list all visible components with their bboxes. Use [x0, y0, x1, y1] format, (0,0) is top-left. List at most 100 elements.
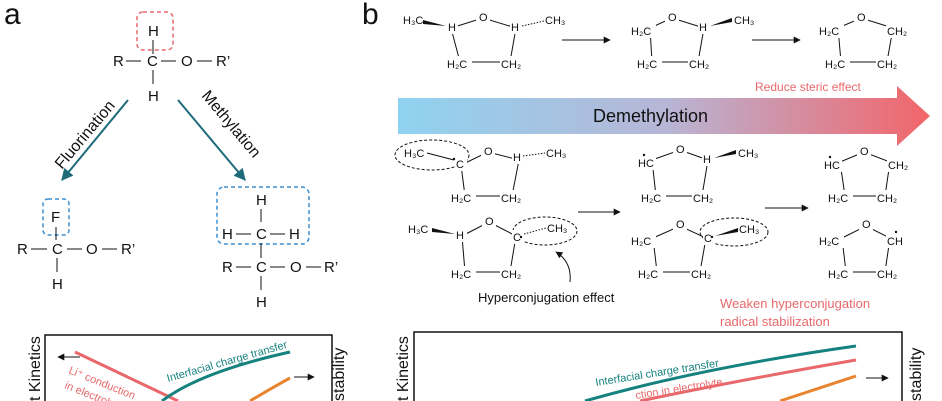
red-dashed-box [136, 11, 174, 51]
blue-dashed-box-ch3 [216, 186, 310, 245]
svg-text:HC: HC [824, 160, 840, 172]
orange-curve-a [249, 376, 291, 401]
hyperconjugation-label: Hyperconjugation effect [478, 290, 615, 305]
svg-text:H: H [448, 22, 456, 34]
plot-a-ylabel: t Kinetics [27, 336, 44, 401]
svg-text:CH₃: CH₃ [734, 15, 754, 27]
methylation-label: Methylation [198, 88, 264, 162]
li-conduction-curve [74, 350, 179, 401]
svg-text:CH: CH [887, 236, 903, 248]
h-right-m: H [289, 226, 300, 243]
svg-text:H: H [513, 152, 521, 164]
svg-text:H₃C: H₃C [408, 224, 428, 236]
plot-b-ylabel: t Kinetics [395, 336, 412, 401]
r-label-m: R [222, 259, 233, 276]
svg-text:O: O [668, 12, 677, 24]
f-label: F [51, 209, 60, 226]
weaken-label-2: radical stabilization [720, 314, 830, 329]
svg-text:H₂C: H₂C [631, 236, 651, 248]
r-prime-label-m: R’ [324, 259, 338, 276]
demethylation-label: Demethylation [593, 106, 708, 126]
svg-text:H₂C: H₂C [828, 193, 848, 205]
row3-mol1: O H H₃C C CH₃ H₂C CH₂ [408, 214, 578, 281]
svg-text:O: O [857, 12, 866, 24]
svg-text:H₂C: H₂C [819, 236, 839, 248]
svg-text:O: O [860, 146, 869, 158]
row1-mol2: O H₂C H CH₃ H₂C CH₂ [630, 10, 754, 71]
svg-text:O: O [676, 219, 685, 231]
svg-text:CH₂: CH₂ [888, 160, 908, 172]
svg-text:O: O [484, 146, 493, 158]
svg-text:CH₂: CH₂ [691, 269, 711, 281]
methylation-arrow [177, 99, 246, 181]
h-label-f: H [52, 276, 63, 293]
svg-text:CH₂: CH₂ [501, 59, 521, 71]
r-label-f: R [17, 241, 28, 258]
svg-text:H: H [703, 154, 711, 166]
svg-text:H: H [699, 22, 707, 34]
svg-text:O: O [676, 144, 685, 156]
fluorination-label: Fluorination [52, 98, 119, 173]
svg-text:H: H [456, 230, 464, 242]
electrolyte-curve-b [639, 358, 857, 401]
svg-text:H₂C: H₂C [447, 59, 467, 71]
demethylation-banner: Demethylation [398, 86, 930, 146]
row1-mol3: O H₂C CH₂ H₂C CH₂ [818, 10, 912, 71]
panel-a-top-molecule: H R C O R’ H [113, 11, 230, 105]
row3-mol2: O H₂C C CH₃ H₂C CH₂ [630, 217, 769, 281]
c-label-m: C [256, 259, 267, 276]
svg-text:C: C [704, 233, 712, 245]
r-prime-label: R’ [216, 53, 230, 70]
svg-text:CH₃: CH₃ [547, 223, 567, 235]
svg-text:H₂C: H₂C [819, 26, 839, 38]
svg-text:CH₂: CH₂ [877, 193, 897, 205]
svg-text:H₂C: H₂C [828, 269, 848, 281]
c-label-f: C [52, 241, 63, 258]
svg-text:CH₂: CH₂ [501, 269, 521, 281]
svg-text:HC: HC [638, 158, 654, 170]
svg-text:H₃C: H₃C [404, 148, 424, 160]
c-methyl-m: C [256, 226, 267, 243]
svg-text:H₂C: H₂C [451, 269, 471, 281]
r-label: R [113, 53, 124, 70]
fluorination-arrow [61, 99, 129, 181]
r-prime-label-f: R’ [121, 241, 135, 258]
o-label-m: O [290, 259, 302, 276]
h-label-m: H [256, 294, 267, 311]
h-top-m: H [256, 192, 267, 209]
row2-mol3: O HC CH₂ H₂C CH₂ [822, 144, 913, 205]
svg-text:CH₃: CH₃ [545, 15, 565, 27]
svg-text:H: H [511, 22, 519, 34]
reduce-steric-label: Reduce steric effect [755, 80, 861, 94]
panel-b-plot: t Kinetics stability Interfacial charge … [395, 331, 925, 401]
svg-text:CH₃: CH₃ [546, 148, 566, 160]
svg-text:H₂C: H₂C [825, 59, 845, 71]
row2-mol1: O C H₃C H CH₃ H₂C CH₂ [394, 139, 566, 205]
svg-text:C: C [456, 159, 464, 171]
charge-transfer-curve-a [161, 350, 291, 401]
svg-text:CH₃: CH₃ [738, 148, 758, 160]
o-label: O [181, 53, 193, 70]
c-label: C [147, 53, 158, 70]
panel-a-fluorinated-molecule: F R C O R’ H [17, 198, 135, 293]
svg-text:CH₂: CH₂ [501, 193, 521, 205]
row2-mol2: O HC H CH₃ H₂C CH₂ [636, 142, 758, 205]
svg-text:H₂C: H₂C [638, 269, 658, 281]
weaken-label-1: Weaken hyperconjugation [720, 296, 870, 311]
svg-text:CH₂: CH₂ [887, 26, 907, 38]
row1-mol1: O H H H₃C CH₃ H₂C CH₂ [403, 10, 565, 71]
svg-text:CH₂: CH₂ [689, 59, 709, 71]
orange-curve-b [779, 374, 857, 401]
panel-b-label: b [362, 0, 379, 31]
svg-text:H₂C: H₂C [451, 193, 471, 205]
svg-text:CH₂: CH₂ [693, 193, 713, 205]
svg-text:CH₂: CH₂ [877, 59, 897, 71]
plot-a-y2label: stability [331, 348, 348, 401]
svg-text:CH₂: CH₂ [877, 269, 897, 281]
h-bottom: H [148, 88, 159, 105]
svg-text:H₂C: H₂C [637, 59, 657, 71]
svg-text:H₂C: H₂C [631, 26, 651, 38]
row3-mol3: O H₂C CH H₂C CH₂ [818, 217, 906, 281]
svg-text:H₂C: H₂C [641, 193, 661, 205]
